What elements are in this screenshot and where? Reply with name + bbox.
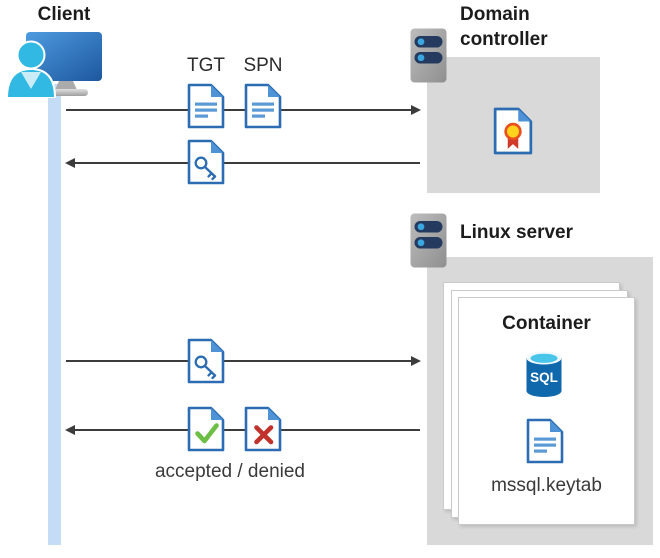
arrow-client-to-dc bbox=[66, 109, 412, 111]
client-computer-icon bbox=[5, 32, 102, 98]
certificate-document-icon bbox=[493, 107, 533, 155]
accepted-denied-label: accepted / denied bbox=[154, 461, 305, 482]
sql-badge-text: SQL bbox=[530, 370, 558, 385]
arrowhead-right-icon bbox=[411, 356, 421, 366]
arrow-client-to-linux bbox=[66, 360, 412, 362]
monitor-base bbox=[48, 89, 88, 96]
client-label: Client bbox=[37, 4, 91, 25]
container-title: Container bbox=[502, 313, 591, 334]
arrow-dc-to-client bbox=[75, 162, 420, 164]
client-lifeline bbox=[48, 84, 61, 545]
spn-document-icon bbox=[244, 83, 282, 129]
monitor-shape bbox=[26, 32, 102, 81]
denied-cross-document-icon bbox=[244, 406, 282, 452]
arrowhead-left-icon bbox=[65, 425, 75, 435]
domain-controller-title: Domain controller bbox=[460, 4, 548, 50]
keytab-document-icon bbox=[526, 418, 564, 464]
key-document-icon bbox=[187, 338, 225, 384]
person-collar bbox=[21, 72, 41, 89]
accepted-check-document-icon bbox=[187, 406, 225, 452]
container-card: Container mssql.keytab bbox=[458, 297, 635, 525]
arrowhead-right-icon bbox=[411, 105, 421, 115]
keytab-label: mssql.keytab bbox=[491, 475, 602, 496]
arrowhead-left-icon bbox=[65, 158, 75, 168]
linux-server-title: Linux server bbox=[460, 222, 573, 243]
spn-label: SPN bbox=[243, 55, 283, 76]
key-document-icon bbox=[187, 139, 225, 185]
monitor-stand bbox=[55, 81, 77, 90]
tgt-document-icon bbox=[187, 83, 225, 129]
server-icon bbox=[410, 28, 447, 83]
server-icon bbox=[410, 213, 447, 268]
sql-database-icon: SQL bbox=[526, 351, 562, 397]
person-head bbox=[16, 40, 46, 70]
tgt-label: TGT bbox=[187, 55, 225, 76]
